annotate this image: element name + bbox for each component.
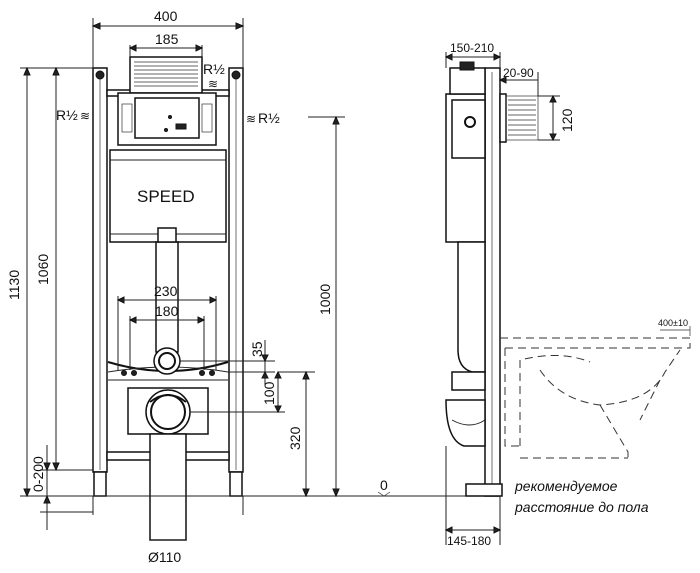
dim-bowl: 400±10 bbox=[658, 318, 688, 328]
dim-plate-depth: 20-90 bbox=[503, 66, 534, 80]
dim-depth-bottom: 145-180 bbox=[447, 534, 491, 548]
front-view: SPEED R½ ≋ bbox=[6, 8, 500, 565]
dim-depth-top: 150-210 bbox=[450, 41, 494, 55]
note-line-1: рекомендуемое bbox=[514, 478, 618, 494]
thread-left-label: R½ bbox=[56, 107, 78, 123]
floor-zero-label: 0 bbox=[380, 477, 388, 493]
thread-top-label: R½ bbox=[203, 61, 225, 77]
side-frame-post bbox=[484, 67, 501, 497]
dim-flush-1000: 1000 bbox=[317, 284, 333, 315]
dim-offset-35: 35 bbox=[249, 341, 265, 357]
toilet-bowl-outline bbox=[500, 337, 691, 459]
frame-right-foot bbox=[229, 471, 243, 497]
svg-text:≋: ≋ bbox=[208, 77, 218, 91]
side-view: 150-210 20-90 120 145-180 bbox=[444, 41, 691, 548]
svg-text:≋: ≋ bbox=[246, 112, 256, 126]
dim-height-total: 1130 bbox=[6, 270, 22, 300]
dim-adjust: 0-200 bbox=[30, 456, 46, 492]
thread-right-label: R½ bbox=[258, 110, 280, 126]
note-line-2: расстояние до пола bbox=[514, 499, 649, 515]
side-flush-plate bbox=[499, 93, 507, 143]
dim-drain: Ø110 bbox=[148, 549, 181, 565]
frame-left-foot bbox=[93, 471, 107, 497]
cistern-tank: SPEED bbox=[109, 149, 227, 243]
flush-plate-module bbox=[117, 56, 217, 146]
dim-width: 400 bbox=[154, 8, 178, 24]
dim-spacing-outer: 230 bbox=[154, 283, 178, 299]
dim-plate: 185 bbox=[155, 31, 179, 47]
dim-height-frame: 1060 bbox=[35, 254, 51, 285]
drain-pipe bbox=[149, 433, 187, 541]
dim-outlet-320: 320 bbox=[287, 426, 303, 450]
dim-outlet-100: 100 bbox=[261, 381, 277, 405]
tank-label: SPEED bbox=[137, 187, 195, 206]
dim-spacing-inner: 180 bbox=[155, 303, 179, 319]
drain-outlet bbox=[127, 387, 209, 435]
dim-plate-height: 120 bbox=[559, 108, 575, 132]
flush-outlet bbox=[153, 347, 181, 375]
svg-text:≋: ≋ bbox=[80, 109, 90, 123]
